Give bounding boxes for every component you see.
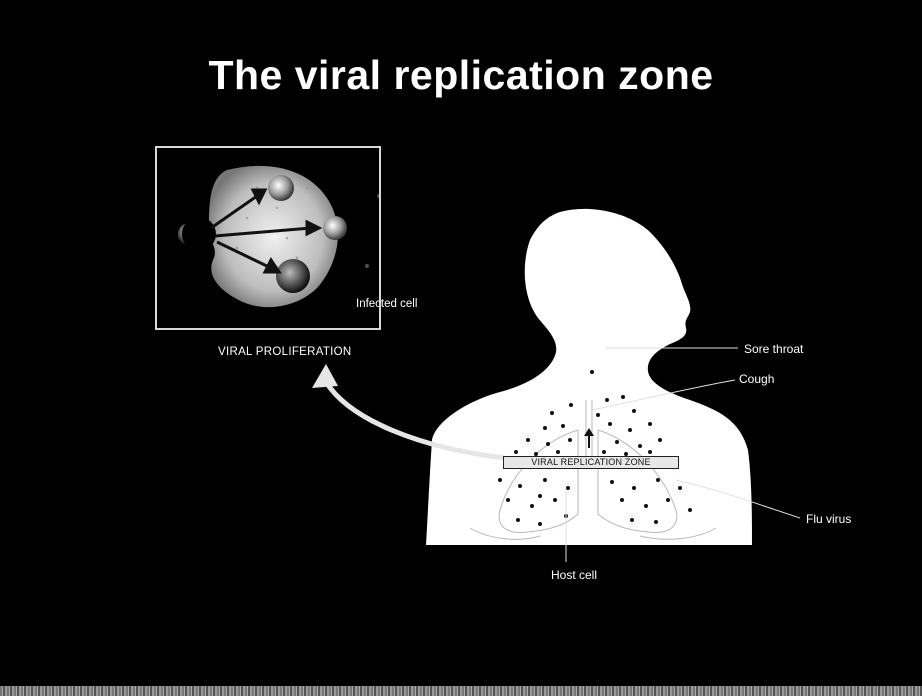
slide-title: The viral replication zone (0, 52, 922, 99)
human-silhouette (426, 209, 752, 545)
virion (323, 216, 347, 240)
inset-caption: VIRAL PROLIFERATION (218, 346, 352, 358)
proliferation-inset (155, 146, 381, 330)
head-and-neck (426, 209, 752, 545)
cough-label: Cough (739, 372, 774, 386)
proliferation-illustration (157, 148, 379, 328)
scan-noise-strip (0, 686, 922, 696)
virion (268, 175, 294, 201)
sore-throat-label: Sore throat (744, 342, 803, 356)
host-cell-label: Host cell (551, 568, 597, 582)
flu-virus-label: Flu virus (806, 512, 851, 526)
replication-zone-label: VIRAL REPLICATION ZONE (503, 456, 679, 469)
infected-cell-label: Infected cell (356, 298, 417, 310)
virion (276, 259, 310, 293)
